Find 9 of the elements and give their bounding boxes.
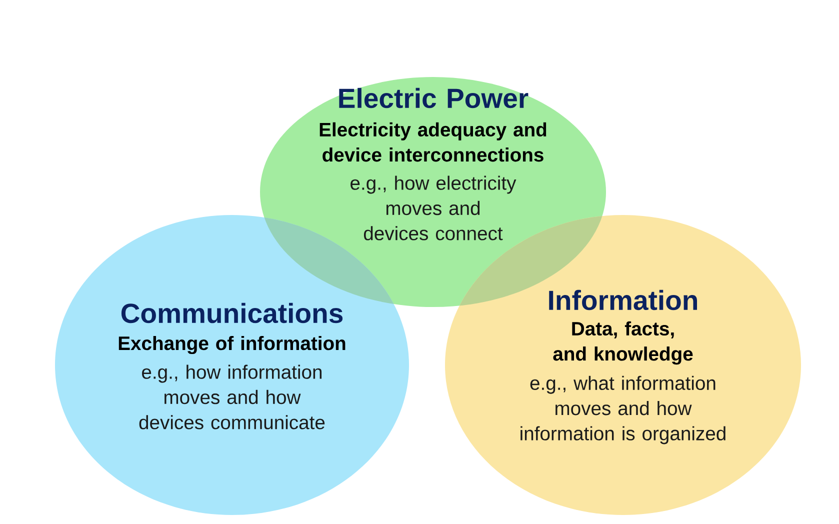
circle-description: e.g., how electricity moves and devices connect (350, 176, 516, 240)
circle-description: e.g., how information moves and how devices communicate (139, 364, 325, 430)
circle-heading: Information (549, 290, 697, 310)
circle-subheading: Data, facts, and knowledge (553, 321, 693, 365)
circle-heading: Communications (121, 302, 343, 324)
circle-subheading: Exchange of information (118, 336, 346, 354)
circle-heading: Electric Power (339, 88, 528, 108)
circle-description: e.g., what information moves and how information is organized (520, 376, 726, 444)
circle-subheading: Electricity adequacy and device interconnections (320, 122, 546, 162)
